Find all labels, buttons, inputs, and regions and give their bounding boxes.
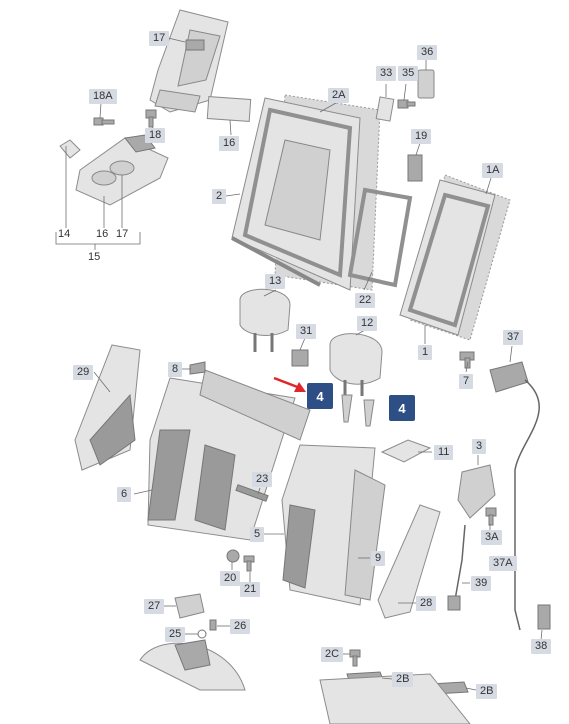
- part-27-lock: [139, 593, 246, 691]
- part-18-screw: [145, 109, 157, 128]
- part-16-pad: [206, 96, 252, 122]
- part-22-frame: [347, 187, 413, 288]
- label-5: 5: [250, 527, 265, 542]
- part-6-backrest-padding: [147, 369, 311, 541]
- label-39: 39: [471, 576, 492, 591]
- part-19: [407, 154, 423, 182]
- leader-lines: [55, 37, 543, 691]
- label-3: 3: [472, 439, 487, 454]
- label-37: 37: [503, 330, 524, 345]
- highlight-4-left: 4: [307, 383, 333, 409]
- part-36: [417, 69, 435, 99]
- red-arrow-icon: [273, 376, 306, 392]
- label-14: 14: [58, 228, 71, 240]
- part-1-backrest-frame-right: [399, 174, 511, 341]
- label-2A: 2A: [328, 88, 350, 103]
- label-9: 9: [371, 551, 386, 566]
- label-20: 20: [220, 571, 241, 586]
- label-6: 6: [117, 487, 132, 502]
- label-15: 15: [88, 251, 101, 263]
- label-22: 22: [355, 293, 376, 308]
- label-18A: 18A: [89, 89, 117, 104]
- label-28: 28: [416, 596, 437, 611]
- part-12-headrest: [329, 333, 383, 396]
- part-28-side-panel: [377, 504, 441, 619]
- label-7: 7: [459, 374, 474, 389]
- part-25-ring: [197, 629, 207, 639]
- label-31: 31: [296, 324, 317, 339]
- label-21: 21: [240, 582, 261, 597]
- label-3A: 3A: [481, 530, 503, 545]
- part-21-screw: [243, 555, 255, 572]
- part-13-headrest: [239, 288, 291, 352]
- label-19: 19: [411, 129, 432, 144]
- part-39-plug: [447, 595, 461, 611]
- part-18A-screw: [93, 117, 115, 126]
- label-17b: 17: [116, 228, 129, 240]
- label-2C: 2C: [321, 647, 344, 662]
- part-31: [291, 349, 309, 367]
- part-4-guides: [341, 394, 375, 427]
- part-37A-cable: [514, 379, 540, 631]
- label-8: 8: [168, 362, 183, 377]
- label-13: 13: [265, 274, 286, 289]
- label-16: 16: [96, 228, 109, 240]
- label-38: 38: [531, 639, 552, 654]
- label-1: 1: [418, 345, 433, 360]
- label-33: 33: [376, 66, 397, 81]
- part-20-grommet: [226, 549, 240, 563]
- label-36: 36: [417, 45, 438, 60]
- label-16-top: 16: [219, 136, 240, 151]
- part-35-screw: [397, 99, 416, 109]
- part-8-clip: [189, 361, 206, 375]
- label-29: 29: [73, 365, 94, 380]
- part-3-bracket: [457, 464, 496, 519]
- part-26-screw: [209, 619, 217, 631]
- label-11: 11: [434, 445, 454, 460]
- label-12: 12: [357, 316, 378, 331]
- label-27: 27: [144, 599, 165, 614]
- label-37A: 37A: [489, 556, 517, 571]
- part-38: [537, 604, 551, 630]
- label-1A: 1A: [482, 163, 504, 178]
- label-18: 18: [145, 128, 166, 143]
- label-23: 23: [252, 472, 273, 487]
- label-25: 25: [165, 627, 186, 642]
- part-5-backrest-padding: [281, 444, 386, 606]
- label-35: 35: [398, 66, 419, 81]
- label-17: 17: [149, 31, 170, 46]
- highlight-4-right: 4: [389, 395, 415, 421]
- part-37-switch: [489, 361, 529, 393]
- label-26: 26: [230, 619, 251, 634]
- part-11-pad: [380, 439, 432, 463]
- part-23-strip: [235, 484, 269, 502]
- part-33: [375, 96, 395, 122]
- part-39-cable: [454, 524, 466, 601]
- label-2: 2: [212, 189, 227, 204]
- part-15-cupholder: [59, 134, 169, 206]
- part-2-backrest-frame: [231, 94, 381, 291]
- part-29-side-bolster: [74, 344, 141, 471]
- part-17-bracket: [149, 9, 229, 113]
- label-2B-a: 2B: [392, 672, 414, 687]
- part-3A-screw: [485, 507, 497, 526]
- label-2B-b: 2B: [476, 684, 498, 699]
- part-2C-screw: [349, 649, 361, 667]
